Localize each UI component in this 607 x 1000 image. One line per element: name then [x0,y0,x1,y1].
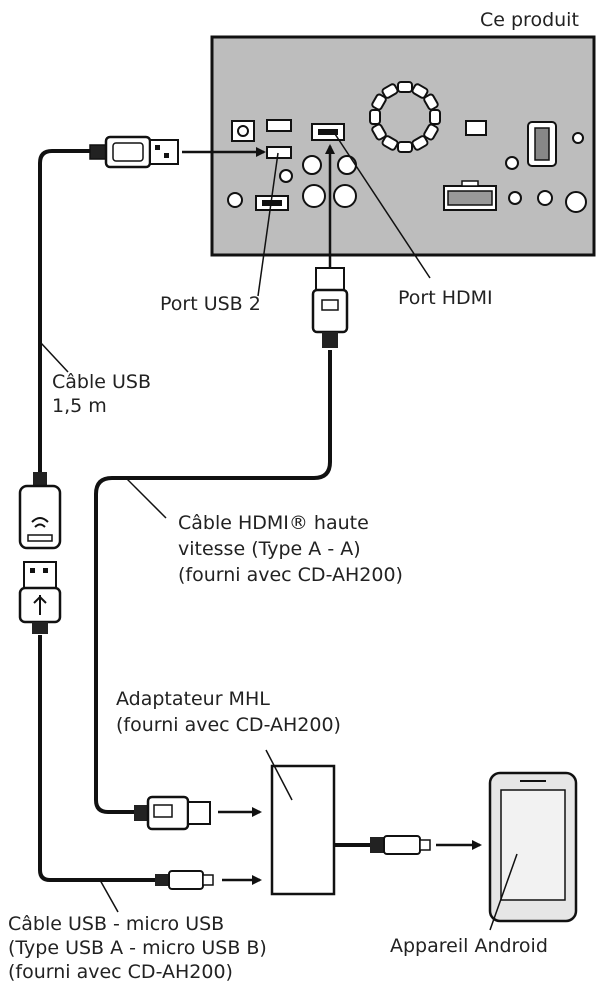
fan-vent-slot [411,83,429,99]
usb-micro-cable-label: Câble USB - micro USB (Type USB A - micr… [8,913,267,983]
android-device-label: Appareil Android [390,935,548,957]
fan-vent-slot [423,93,439,111]
mhl-adapter-box [270,764,336,896]
mhl-label-leader [265,749,293,801]
fan-vent-slot [381,135,399,151]
usb-cable-lower [38,635,155,882]
port-hdmi-leader [334,133,431,279]
product-rear-panel [210,35,596,257]
usb-port-1 [266,119,292,132]
fan-vent-slot [371,123,387,141]
product-label: Ce produit [480,9,579,31]
fan-vent-slot [423,123,439,141]
usb-micro-cable-leader [99,879,119,913]
micro-usb-plug [155,870,214,890]
small-connector-icon [465,120,487,136]
android-phone-icon [488,771,578,923]
usb-a-plug-lower [18,561,62,634]
fan-vent-slot [397,141,413,153]
usb-port-2 [266,146,292,159]
hdmi-cable-label: Câble HDMI® haute vitesse (Type A - A) (… [178,512,403,586]
hdmi-cable-leader [125,477,167,519]
hdmi-plug-top [311,267,349,348]
fan-vent-slot [381,83,399,99]
port-usb-leader [257,152,279,297]
aux-jack-icon [231,120,255,142]
usb-cable-leader [40,342,69,373]
android-leader [489,853,518,931]
fan-vent-slot [397,81,413,93]
port-usb-label: Port USB 2 [160,293,261,315]
usb-cable-label: Câble USB 1,5 m [52,371,151,417]
dsub-connector-icon [527,121,557,167]
port-hdmi-label: Port HDMI [398,287,493,309]
usb-cable [38,149,92,475]
hdmi-cable [94,350,332,814]
fan-vent-slot [371,93,387,111]
ground-screw-icon [505,156,519,170]
multi-pin-connector-icon [443,180,497,211]
fan-vent-icon [369,81,441,153]
micro-usb-connector-to-phone [370,835,431,855]
usb-extension-socket [18,472,62,550]
mhl-adapter-label: Adaptateur MHL (fourni avec CD-AH200) [116,688,341,736]
usb-a-plug-top [89,135,179,169]
fan-vent-slot [429,109,441,125]
fan-vent-slot [369,109,381,125]
hdmi-plug-bottom [134,795,211,831]
fan-vent-slot [411,135,429,151]
